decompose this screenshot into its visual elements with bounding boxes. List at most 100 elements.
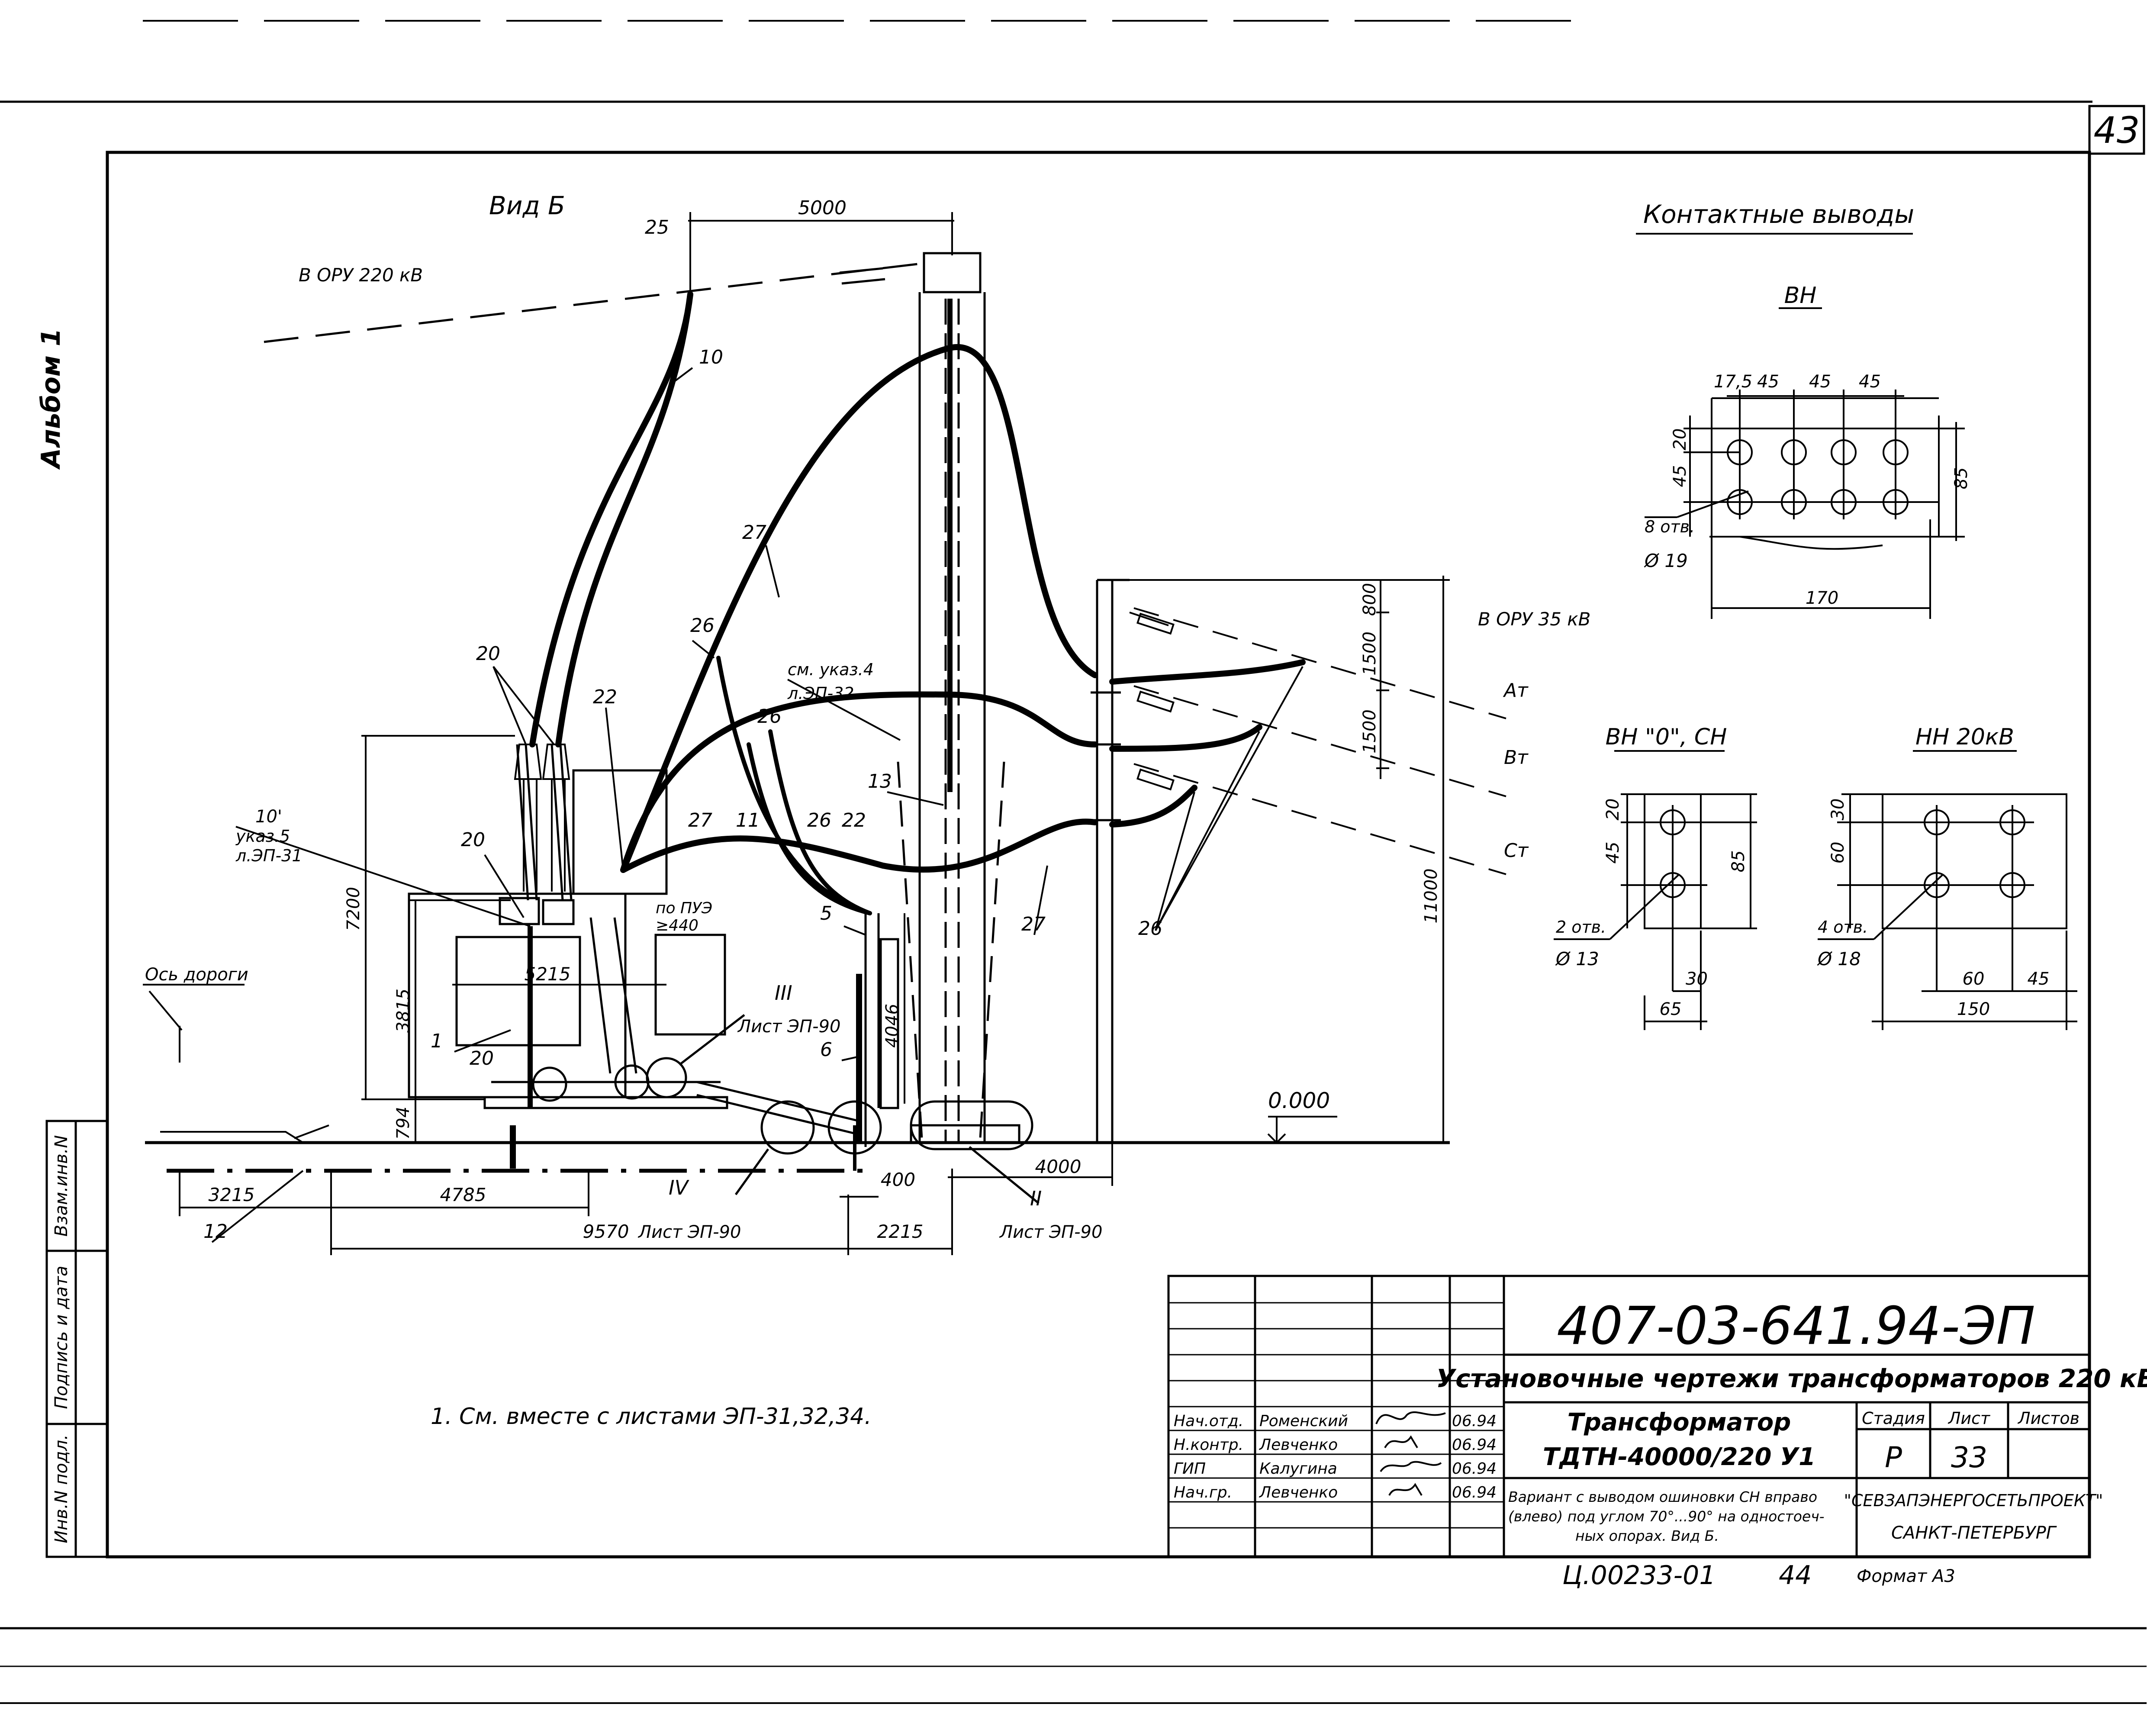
side-stamp-table	[45, 1120, 109, 1558]
bh-pad	[1645, 390, 1965, 619]
doc-name1: Трансформатор	[1568, 1408, 1791, 1436]
pos-26b: 26	[757, 705, 782, 728]
dim-5000-text: 5000	[798, 197, 847, 219]
pos-27c: 27	[1021, 913, 1046, 935]
album-label: Альбом 1	[36, 328, 66, 470]
title-block-grid	[1167, 1275, 2091, 1558]
format-label: Формат А3	[1857, 1566, 1955, 1586]
role-0: Нач.отд.	[1174, 1412, 1243, 1430]
bh0-dim-45: 45	[1603, 842, 1623, 864]
name-3: Левченко	[1259, 1484, 1338, 1501]
hh-dim-45: 45	[2028, 969, 2050, 989]
inventory-number: Ц.00233-01	[1562, 1560, 1716, 1591]
hh-dim-150: 150	[1957, 999, 1990, 1019]
pos-10: 10	[699, 346, 723, 368]
bh-dim-20: 20	[1670, 428, 1690, 451]
pos-1: 1	[431, 1030, 443, 1052]
bh-dim-45-c: 45	[1859, 372, 1881, 392]
role-3: Нач.гр.	[1174, 1484, 1232, 1501]
role-1: Н.контр.	[1174, 1436, 1243, 1454]
bh0-dim-65: 65	[1660, 999, 1682, 1019]
pos-27a: 27	[742, 522, 766, 544]
dim-2215: 2215	[877, 1221, 924, 1242]
pos-27b: 27	[688, 809, 712, 831]
node-circles	[646, 1014, 1040, 1204]
dim-11000: 11000	[1421, 868, 1441, 923]
date-0: 06.94	[1452, 1412, 1497, 1430]
dim-5000	[688, 212, 954, 294]
dim-4785: 4785	[440, 1184, 486, 1205]
bh0-dim-20: 20	[1603, 799, 1623, 821]
ref-10-note2: л.ЭП-31	[235, 846, 303, 865]
ref-see-leader	[787, 679, 901, 741]
dim-1500b: 1500	[1360, 709, 1380, 754]
bh-title: ВН	[1784, 283, 1817, 309]
hh-title: НН 20кВ	[1915, 724, 2014, 750]
doc-desc3: ных опорах. Вид Б.	[1575, 1527, 1719, 1544]
pos-26-leaders	[1155, 666, 1304, 931]
hv-bushings	[514, 744, 570, 892]
bh0-dim-30: 30	[1686, 969, 1708, 989]
cable-support	[856, 913, 899, 1147]
stamp-vzam: Взам.инв.N	[52, 1135, 71, 1237]
hh-pad	[1818, 793, 2077, 1030]
label-oru35: В ОРУ 35 кВ	[1478, 609, 1590, 630]
bh0-dia: Ø 13	[1555, 948, 1599, 969]
ref-10: 10'	[255, 807, 282, 827]
doc-code: 407-03-641.94-ЭП	[1557, 1296, 2035, 1356]
pue-value: ≥440	[656, 917, 698, 934]
sheet-label: Лист	[1947, 1409, 1991, 1428]
dim-400: 400	[881, 1169, 915, 1190]
dim-1500a: 1500	[1360, 631, 1380, 676]
pos-6: 6	[820, 1039, 832, 1061]
bh-dim-45-a: 45	[1757, 372, 1779, 392]
transformer	[408, 744, 859, 1169]
name-2: Калугина	[1259, 1460, 1337, 1478]
approval-rows: Нач.отд. Роменский 06.94 Н.контр. Левчен…	[1174, 1412, 1497, 1501]
oru220-line	[264, 263, 918, 343]
oru35-insulators	[1129, 612, 1175, 791]
date-1: 06.94	[1452, 1436, 1497, 1454]
view-title: Вид Б	[489, 191, 565, 220]
bh-dim-85: 85	[1951, 467, 1971, 490]
pos-20b: 20	[461, 829, 485, 851]
hh-holes: 4 отв.	[1818, 918, 1868, 937]
pos-22b: 22	[842, 809, 866, 831]
ref-see2: л.ЭП-32	[787, 684, 854, 703]
position-numbers: 1 5 6 10 11 12 13 20 20 20 22 22 26 26 2…	[203, 346, 1162, 1243]
bh0-holes: 2 отв.	[1556, 918, 1606, 937]
pos-5: 5	[820, 902, 832, 924]
node-III-sheet: Лист ЭП-90	[737, 1017, 840, 1037]
road-axis-text: Ось дороги	[145, 965, 248, 985]
hh-dim-30: 30	[1828, 799, 1848, 821]
pos-26c: 26	[807, 809, 831, 831]
ref-see1: см. указ.4	[788, 660, 874, 679]
stamp-podp: Подпись и дата	[52, 1266, 71, 1409]
pos-26a: 26	[690, 615, 715, 637]
dim-transformer-vertical	[361, 735, 515, 1143]
signatures	[1375, 1411, 1446, 1496]
doc-desc1: Вариант с выводом ошиновки СН вправо	[1508, 1488, 1817, 1505]
ground-line	[145, 1124, 1450, 1173]
sheet-corner-number: 43	[2094, 109, 2140, 151]
bh-dim-45-b: 45	[1809, 372, 1831, 392]
pos-13: 13	[868, 770, 892, 792]
hh-dim-60: 60	[1828, 842, 1848, 864]
stamp-inv: Инв.N подл.	[52, 1434, 71, 1543]
phase-c: Ст	[1504, 840, 1529, 862]
doc-name2: ТДТН-40000/220 У1	[1543, 1443, 1815, 1471]
label-oru220: В ОРУ 220 кВ	[299, 264, 423, 286]
dim-4046-text: 4046	[882, 1004, 902, 1048]
date-3: 06.94	[1452, 1484, 1497, 1501]
level-mark	[1267, 1116, 1337, 1144]
hh-dim-60h: 60	[1963, 969, 1985, 989]
portal-tower	[897, 252, 1020, 1144]
bh0-pad	[1554, 793, 1757, 1030]
position-leaders	[211, 367, 1048, 1243]
doc-subject: Установочные чертежи трансформаторов 220…	[1436, 1364, 2147, 1393]
sheet-frame	[0, 100, 2147, 1630]
bus-conductors	[529, 291, 1306, 915]
node-II-sheet: Лист ЭП-90	[999, 1222, 1102, 1242]
role-2: ГИП	[1174, 1460, 1206, 1478]
